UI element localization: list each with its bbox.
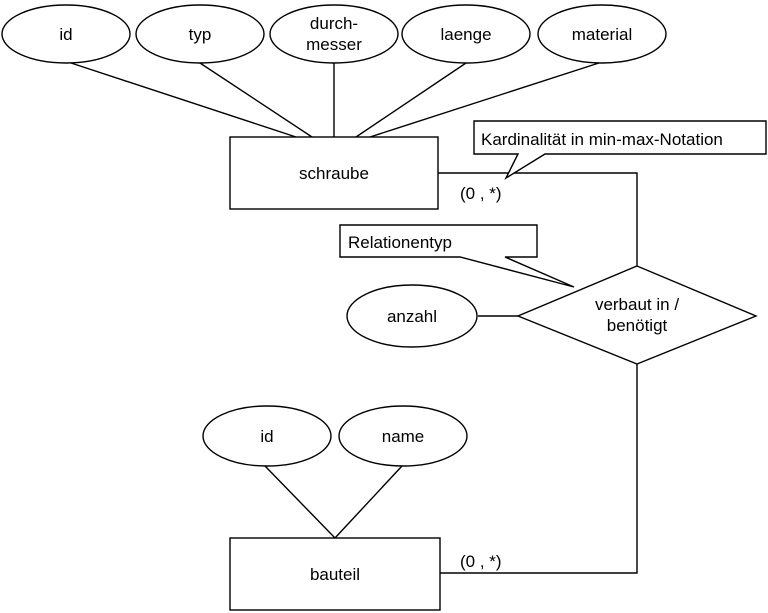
connector-id-bauteil [264, 465, 336, 539]
attribute-id: id [1, 4, 131, 64]
connector-typ-schraube [199, 62, 313, 138]
attribute-typ: typ [135, 4, 265, 64]
entity-schraube-label: schraube [299, 164, 369, 183]
attribute-laenge: laenge [401, 4, 531, 64]
connector-laenge-schraube [355, 62, 467, 138]
connector-material-schraube [369, 61, 603, 138]
attribute-bauteil-id-label: id [260, 427, 273, 446]
callout-cardinality: Kardinalität in min-max-Notation [473, 120, 767, 180]
attribute-durchmesser-label-line2: messer [306, 35, 362, 54]
connector-id-schraube [67, 61, 297, 138]
callout-relationtype-text: Relationentyp [348, 233, 452, 252]
attribute-durchmesser: durch- messer [269, 4, 399, 64]
relationship-verbaut-in: verbaut in / benötigt [516, 265, 758, 365]
entity-bauteil-label: bauteil [310, 565, 360, 584]
relationship-label-line1: verbaut in / [595, 295, 679, 314]
cardinality-bauteil: (0 , *) [460, 552, 502, 571]
attribute-bauteil-id: id [202, 405, 332, 467]
connector-name-bauteil [334, 465, 403, 539]
attribute-anzahl-label: anzahl [387, 307, 437, 326]
callout-cardinality-text: Kardinalität in min-max-Notation [481, 130, 723, 149]
entity-schraube: schraube [229, 136, 439, 210]
attribute-anzahl: anzahl [346, 284, 478, 348]
entity-bauteil: bauteil [229, 537, 441, 611]
connector-schraube-relationship [438, 172, 638, 266]
cardinality-schraube: (0 , *) [460, 184, 502, 203]
attribute-name: name [338, 405, 468, 467]
attribute-laenge-label: laenge [440, 25, 491, 44]
relationship-label-line2: benötigt [607, 316, 668, 335]
attribute-typ-label: typ [189, 25, 212, 44]
attribute-name-label: name [382, 427, 425, 446]
attribute-durchmesser-label-line1: durch- [310, 14, 358, 33]
attribute-id-label: id [59, 25, 72, 44]
attribute-material-label: material [572, 25, 632, 44]
connector-relationship-bauteil [440, 364, 638, 574]
attribute-material: material [537, 4, 667, 64]
callout-relationtype: Relationentyp [339, 224, 575, 288]
